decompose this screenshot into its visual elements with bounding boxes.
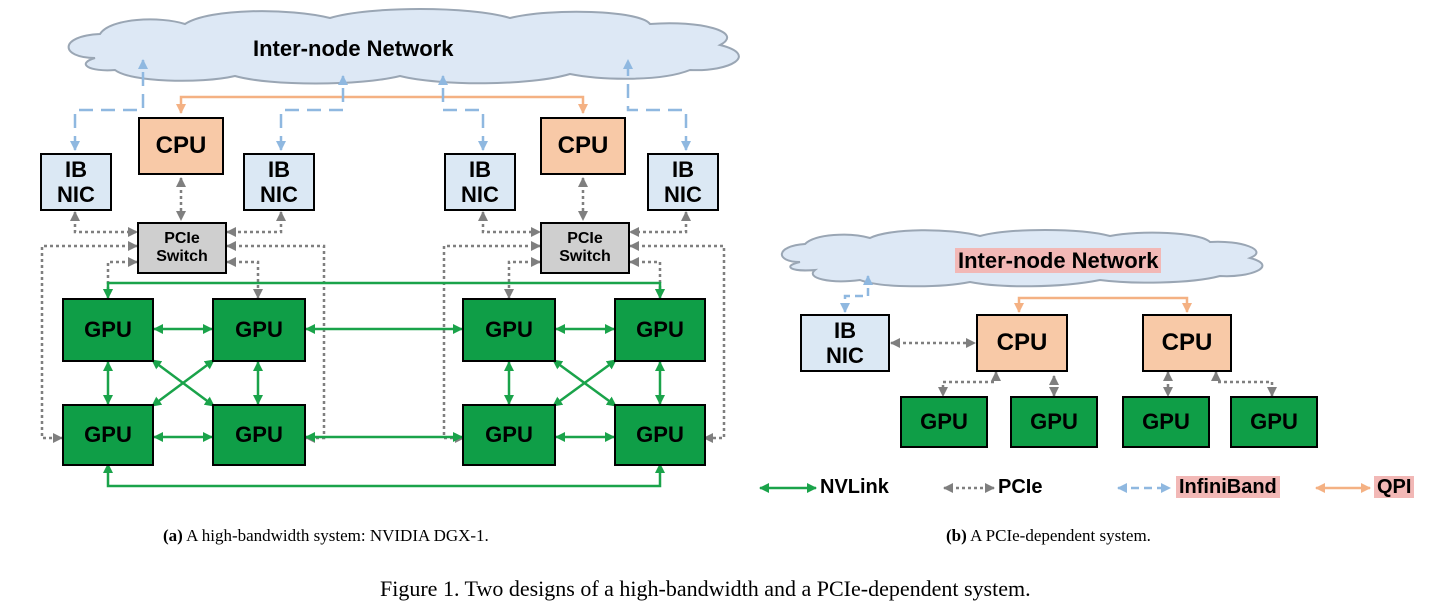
nvlink-links-a <box>103 281 665 488</box>
qpi-link-b <box>1014 296 1192 313</box>
pcie-switch-a-1: PCIe Switch <box>137 222 227 274</box>
caption-a: (a) A high-bandwidth system: NVIDIA DGX-… <box>163 526 489 546</box>
gpu-a-5: GPU <box>62 404 154 466</box>
ib-nic-a-2-line2: NIC <box>260 182 298 207</box>
gpu-a-4: GPU <box>614 298 706 362</box>
cpu-b-1: CPU <box>976 314 1068 372</box>
figure-caption: Figure 1. Two designs of a high-bandwidt… <box>380 576 1031 601</box>
gpu-b-2-label: GPU <box>1030 409 1078 435</box>
ib-nic-a-4-line1: IB <box>672 156 694 182</box>
ib-nic-a-1-line2: NIC <box>57 182 95 207</box>
network-label-a: Inter-node Network <box>253 36 454 61</box>
gpu-a-6-label: GPU <box>235 422 283 448</box>
ib-nic-a-3: IB NIC <box>444 153 516 211</box>
caption-b: (b) A PCIe-dependent system. <box>946 526 1151 546</box>
gpu-b-4-label: GPU <box>1250 409 1298 435</box>
gpu-a-3: GPU <box>462 298 556 362</box>
ib-nic-b-line2: NIC <box>826 343 864 368</box>
ib-nic-b-line1: IB <box>834 317 856 343</box>
cpu-a-2-label: CPU <box>557 132 609 160</box>
cpu-a-1: CPU <box>138 117 224 175</box>
caption-b-label: (b) <box>946 526 967 545</box>
gpu-b-4: GPU <box>1230 396 1318 448</box>
pcie-switch-a-1-line1: PCIe <box>164 229 200 247</box>
ib-nic-a-3-line1: IB <box>469 156 491 182</box>
gpu-a-6: GPU <box>212 404 306 466</box>
ib-nic-a-2: IB NIC <box>243 153 315 211</box>
gpu-a-5-label: GPU <box>84 422 132 448</box>
legend-pcie-label: PCIe <box>998 476 1043 498</box>
gpu-b-2: GPU <box>1010 396 1098 448</box>
gpu-a-2-label: GPU <box>235 317 283 343</box>
ib-nic-a-1: IB NIC <box>40 153 112 211</box>
ib-nic-a-1-line1: IB <box>65 156 87 182</box>
network-label-b-text: Inter-node Network <box>955 248 1162 273</box>
gpu-b-3: GPU <box>1122 396 1210 448</box>
ib-nic-a-3-line2: NIC <box>461 182 499 207</box>
gpu-a-4-label: GPU <box>636 317 684 343</box>
cpu-a-2: CPU <box>540 117 626 175</box>
gpu-a-7: GPU <box>462 404 556 466</box>
gpu-a-3-label: GPU <box>485 317 533 343</box>
qpi-link-a <box>176 95 588 114</box>
gpu-a-8: GPU <box>614 404 706 466</box>
caption-b-text: A PCIe-dependent system. <box>970 526 1151 545</box>
legend-infiniband-text: InfiniBand <box>1176 476 1280 498</box>
pcie-switch-a-2-line1: PCIe <box>567 229 603 247</box>
pcie-switch-a-2-line2: Switch <box>559 248 611 265</box>
ib-nic-b: IB NIC <box>800 314 890 372</box>
gpu-b-1-label: GPU <box>920 409 968 435</box>
legend-qpi-label: QPI <box>1374 476 1415 499</box>
legend-nvlink-label: NVLink <box>820 476 889 498</box>
cpu-b-2: CPU <box>1142 314 1232 372</box>
legend-infiniband-label: InfiniBand <box>1176 476 1280 499</box>
ib-nic-a-4: IB NIC <box>647 153 719 211</box>
pcie-links-a <box>40 177 726 443</box>
infiniband-link-b <box>840 275 873 313</box>
network-label-b: Inter-node Network <box>955 248 1162 274</box>
network-cloud-a <box>67 8 740 85</box>
caption-a-text: A high-bandwidth system: NVIDIA DGX-1. <box>186 526 489 545</box>
gpu-a-7-label: GPU <box>485 422 533 448</box>
gpu-b-1: GPU <box>900 396 988 448</box>
pcie-switch-a-2: PCIe Switch <box>540 222 630 274</box>
cpu-a-1-label: CPU <box>155 132 207 160</box>
gpu-a-1: GPU <box>62 298 154 362</box>
gpu-b-3-label: GPU <box>1142 409 1190 435</box>
cpu-b-1-label: CPU <box>996 329 1048 357</box>
gpu-a-2: GPU <box>212 298 306 362</box>
ib-nic-a-2-line1: IB <box>268 156 290 182</box>
legend-qpi-text: QPI <box>1374 476 1415 498</box>
gpu-a-8-label: GPU <box>636 422 684 448</box>
cpu-b-2-label: CPU <box>1161 329 1213 357</box>
caption-a-label: (a) <box>163 526 183 545</box>
pcie-switch-a-1-line2: Switch <box>156 248 208 265</box>
gpu-a-1-label: GPU <box>84 317 132 343</box>
pcie-links-b <box>890 338 1277 397</box>
ib-nic-a-4-line2: NIC <box>664 182 702 207</box>
infiniband-links-a <box>70 59 691 151</box>
